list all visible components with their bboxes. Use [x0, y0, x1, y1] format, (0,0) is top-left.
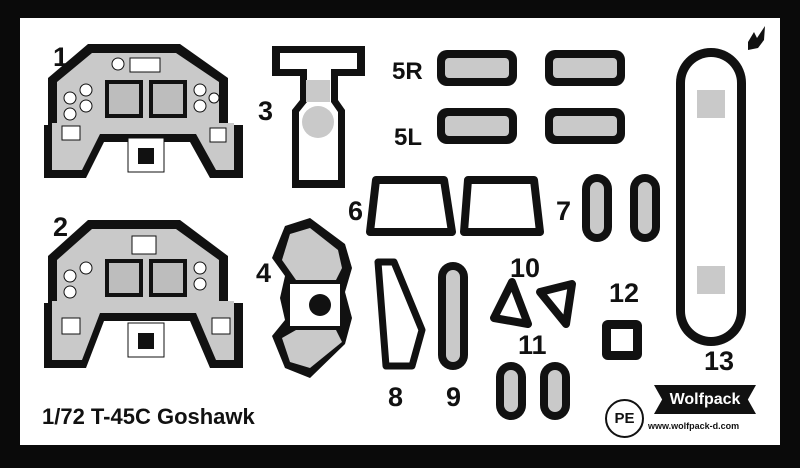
part-11-clip-b [540, 362, 570, 420]
part-4-frame [272, 218, 352, 378]
part-5r-belt-a [437, 50, 517, 86]
part-5l-belt-a [437, 108, 517, 144]
part-label-2: 2 [53, 212, 69, 242]
brand-logo: Wolfpack [654, 385, 756, 414]
part-label-10: 10 [510, 253, 541, 283]
wolf-logo-icon [748, 26, 765, 50]
pe-badge: PE [605, 399, 644, 438]
part-label-5l: 5L [394, 124, 423, 151]
part-label-13: 13 [704, 346, 735, 376]
sheet-title: 1/72 T-45C Goshawk [42, 404, 255, 429]
part-2-instrument-panel [44, 220, 243, 368]
part-label-5r: 5R [392, 58, 423, 85]
part-8-frame [374, 258, 426, 370]
part-6-frame-a [366, 176, 456, 236]
part-label-9: 9 [446, 382, 462, 412]
part-7-strip-b [630, 174, 660, 242]
part-10-bracket-a [490, 278, 532, 328]
part-label-11: 11 [518, 330, 547, 360]
part-10-bracket-b [536, 280, 576, 328]
part-13-long-strip [676, 48, 746, 346]
part-label-3: 3 [258, 96, 274, 126]
part-1-instrument-panel [44, 44, 243, 178]
part-7-strip-a [582, 174, 612, 242]
website-url: www.wolfpack-d.com [648, 421, 740, 431]
part-11-clip-a [496, 362, 526, 420]
part-label-6: 6 [348, 196, 364, 226]
part-5r-belt-b [545, 50, 625, 86]
part-3-harness [272, 46, 365, 188]
part-5l-belt-b [545, 108, 625, 144]
part-label-1: 1 [53, 42, 69, 72]
photo-etch-artwork [44, 26, 765, 420]
part-label-8: 8 [388, 382, 404, 412]
part-6-frame-b [460, 176, 544, 236]
part-label-7: 7 [556, 196, 572, 226]
photo-etch-sheet: 1 2 3 4 5R 5L 6 7 8 9 10 11 12 13 1/72 T… [20, 18, 780, 445]
part-9-strip [438, 262, 468, 370]
part-label-4: 4 [256, 258, 272, 288]
part-label-12: 12 [609, 278, 640, 308]
part-12-square [602, 320, 642, 360]
